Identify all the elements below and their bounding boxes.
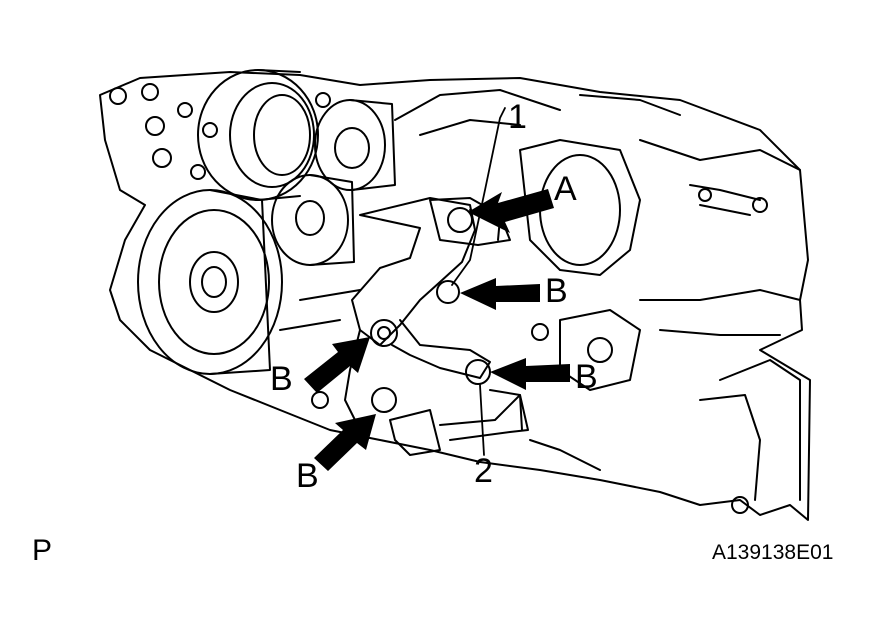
label-part-1: 1 xyxy=(508,98,527,136)
arrow-icon-b-right-lower xyxy=(490,358,570,390)
leader-line-1 xyxy=(451,107,506,286)
label-part-2: 2 xyxy=(474,452,493,490)
crankshaft-pulley xyxy=(137,189,283,375)
upper-left-bolts xyxy=(109,83,218,180)
arrow-icon-b-right-upper xyxy=(460,278,540,310)
hoses xyxy=(279,89,681,409)
label-b-right-lower: B xyxy=(575,358,598,396)
right-components xyxy=(519,139,801,514)
lower-bracket xyxy=(389,389,529,456)
label-b-bottom: B xyxy=(296,457,319,495)
bracket-plate xyxy=(344,197,491,431)
label-b-left: B xyxy=(270,360,293,398)
engine-block-outline xyxy=(99,71,811,521)
idler-pulley-upper xyxy=(314,99,396,191)
label-a: A xyxy=(554,170,577,208)
arrow-icon-a xyxy=(468,189,554,233)
figure-id: A139138E01 xyxy=(712,541,834,564)
idler-pulley-middle xyxy=(271,174,355,266)
view-code: P xyxy=(32,534,53,567)
arrow-icon-b-left xyxy=(304,337,370,393)
arrow-icon-b-bottom xyxy=(314,414,376,471)
leader-line-2 xyxy=(479,384,485,456)
label-b-right-upper: B xyxy=(545,272,568,310)
